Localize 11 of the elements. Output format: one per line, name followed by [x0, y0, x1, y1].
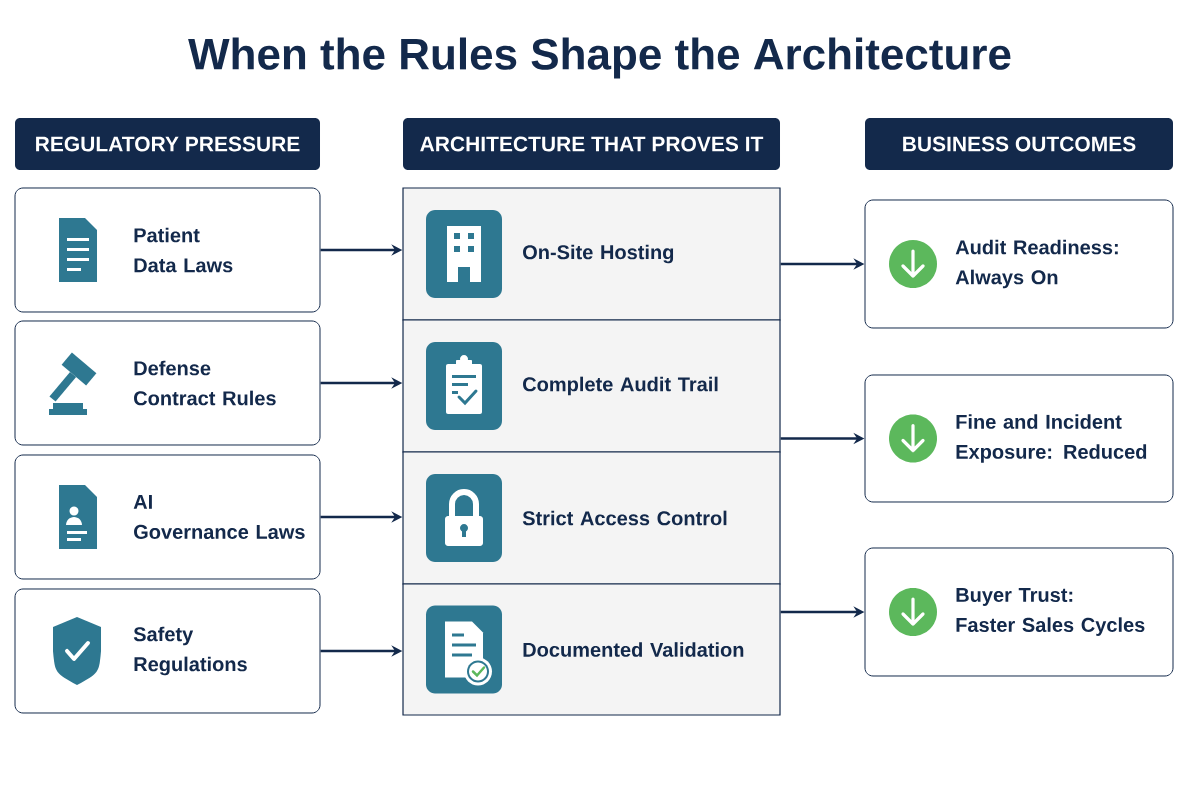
column-header: BUSINESS OUTCOMES — [865, 118, 1173, 170]
outcome-card: Fine and Incident Exposure: Reduced — [864, 374, 1174, 503]
regulation-card: Defense Contract Rules — [14, 320, 321, 446]
regulation-card: Patient Data Laws — [14, 187, 321, 313]
outcome-card: Buyer Trust: Faster Sales Cycles — [864, 547, 1174, 677]
column-header: REGULATORY PRESSURE — [15, 118, 320, 170]
title: When the Rules Shape the Architecture — [188, 37, 1011, 79]
column-header: ARCHITECTURE THAT PROVES IT — [403, 118, 780, 170]
regulation-card: AI Governance Laws — [14, 454, 321, 580]
regulation-card: Safety Regulations — [14, 588, 321, 714]
outcome-card: Audit Readiness: Always On — [864, 199, 1174, 329]
